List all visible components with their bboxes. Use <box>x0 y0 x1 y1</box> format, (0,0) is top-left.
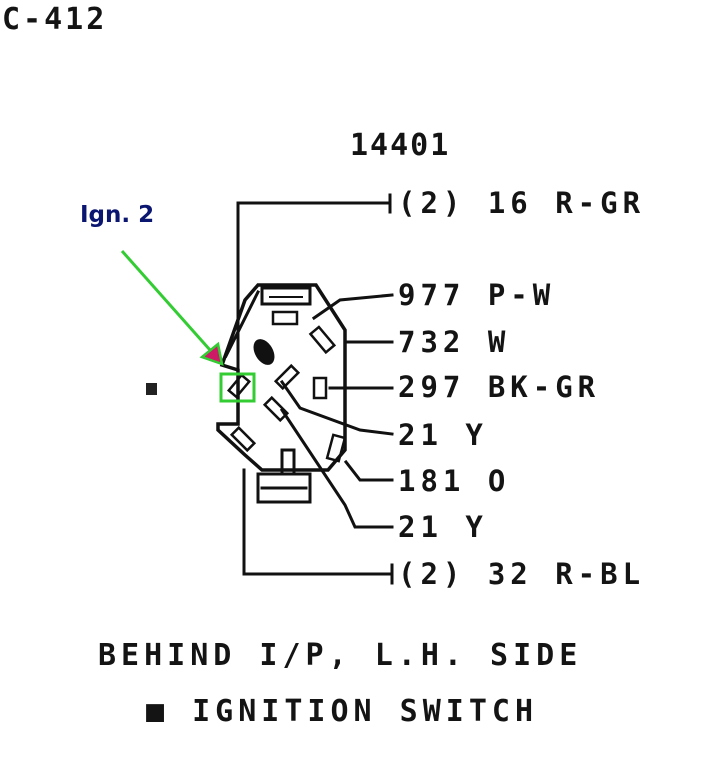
wire-label-y-1: 21 Y <box>398 418 488 452</box>
wire-label-bk-gr: 297 BK-GR <box>398 370 601 404</box>
connector-id-label: C-412 <box>2 2 108 37</box>
wire-line-y-1 <box>279 379 394 436</box>
wire-label-o: 181 O <box>398 464 511 498</box>
annotation-arrowhead-icon <box>199 341 224 366</box>
wire-line-r-bl <box>242 468 394 576</box>
wire-line-o <box>343 459 394 482</box>
key-cylinder-icon <box>253 339 275 365</box>
wire-label-w: 732 W <box>398 325 511 359</box>
component-caption: ■ IGNITION SWITCH <box>146 694 539 729</box>
wire-label-y-2: 21 Y <box>398 510 488 544</box>
wire-line-r-gr <box>236 201 392 372</box>
side-marker-icon <box>146 383 157 395</box>
wire-label-r-gr: (2) 16 R-GR <box>398 186 646 220</box>
wire-line-y-2 <box>279 407 394 529</box>
connector-body <box>216 283 347 472</box>
wire-label-p-w: 977 P-W <box>398 278 556 312</box>
location-caption: BEHIND I/P, L.H. SIDE <box>98 638 583 673</box>
wire-line-p-w <box>311 293 394 321</box>
annotation-arrow-shaft <box>120 250 212 351</box>
part-number-label: 14401 <box>350 128 451 163</box>
wire-label-r-bl: (2) 32 R-BL <box>398 557 646 591</box>
ign-2-annotation-label: Ign. 2 <box>80 202 155 228</box>
highlight-box <box>219 372 256 403</box>
